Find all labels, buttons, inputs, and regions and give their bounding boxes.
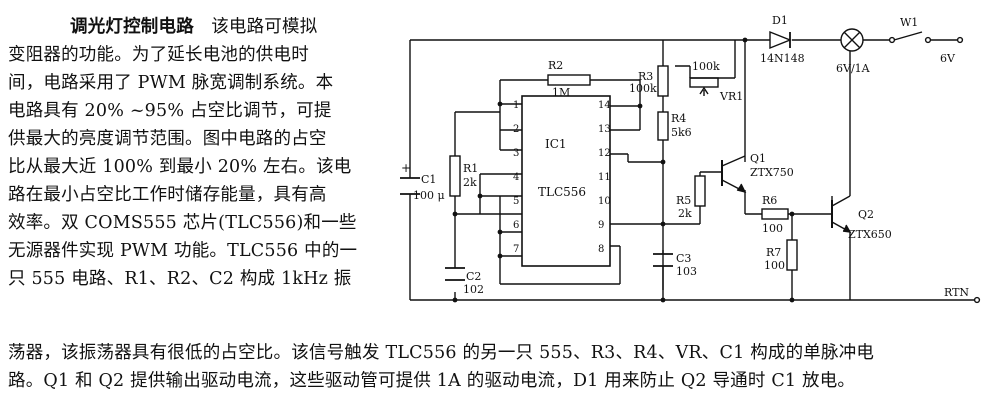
q1-part: ZTX750 bbox=[750, 166, 794, 179]
diode-d1: D1 14N148 bbox=[760, 14, 805, 65]
switch-w1: W1 6V bbox=[888, 16, 964, 65]
pin-9: 9 bbox=[598, 220, 604, 231]
r7-value: 100 bbox=[764, 259, 785, 272]
pin-5: 5 bbox=[513, 196, 519, 207]
supply-label: 6V bbox=[940, 52, 956, 65]
pin-7: 7 bbox=[513, 244, 519, 255]
r4-value: 5k6 bbox=[671, 126, 692, 139]
capacitor-c3: C3 103 bbox=[653, 252, 697, 278]
resistor-r1: R1 2k bbox=[449, 155, 478, 197]
transistor-q2: Q2 ZTX650 bbox=[831, 195, 892, 241]
r2-value: 1M bbox=[552, 86, 570, 99]
resistor-r5: R5 2k bbox=[676, 175, 706, 220]
lamp-rating: 6V/1A bbox=[836, 62, 871, 75]
text-line-1-body: 该电路可模拟 bbox=[211, 17, 318, 37]
text-line-6: 比从最大近 100% 到最小 20% 左右。该电 bbox=[8, 157, 352, 177]
pin-10: 10 bbox=[598, 196, 611, 207]
pin-13: 13 bbox=[598, 124, 611, 135]
r2-label: R2 bbox=[548, 59, 563, 72]
text-line-5: 供最大的亮度调节范围。图中电路的占空 bbox=[8, 129, 327, 149]
pin-12: 12 bbox=[598, 148, 611, 159]
resistor-r4: R4 5k6 bbox=[657, 111, 692, 141]
c1-value: 100 μ bbox=[413, 189, 445, 202]
capacitor-c2: C2 102 bbox=[445, 267, 484, 296]
pin-1: 1 bbox=[513, 100, 519, 111]
resistor-r2: R2 1M bbox=[547, 59, 591, 99]
resistor-r6: R6 100 bbox=[761, 194, 789, 235]
r5-label: R5 bbox=[676, 194, 691, 207]
ic1-name: IC1 bbox=[545, 137, 567, 151]
article-heading: 调光灯控制电路 bbox=[70, 17, 194, 37]
text-line-11: 荡器，该振荡器具有很低的占空比。该信号触发 TLC556 的另一只 555、R3… bbox=[8, 343, 875, 363]
text-line-8: 效率。双 COMS555 芯片(TLC556)和一些 bbox=[8, 213, 357, 233]
ic1-pins-right: 14 13 12 11 10 9 8 bbox=[598, 100, 611, 255]
resistor-r7: R7 100 bbox=[764, 239, 798, 272]
d1-label: D1 bbox=[772, 14, 788, 27]
rtn-label: RTN bbox=[944, 286, 969, 299]
q2-part: ZTX650 bbox=[848, 228, 892, 241]
rtn-terminal: RTN bbox=[944, 286, 981, 304]
pin-11: 11 bbox=[598, 172, 611, 183]
r6-label: R6 bbox=[762, 194, 777, 207]
r3-value: 100k bbox=[629, 82, 657, 95]
ic1-part: TLC556 bbox=[538, 185, 586, 199]
pin-4: 4 bbox=[513, 172, 519, 183]
r6-value: 100 bbox=[762, 222, 783, 235]
pin-2: 2 bbox=[513, 124, 519, 135]
text-line-2: 变阻器的功能。为了延长电池的供电时 bbox=[8, 45, 309, 65]
text-line-3: 间，电路采用了 PWM 脉宽调制系统。本 bbox=[8, 73, 334, 93]
text-line-7: 路在最小占空比工作时储存能量，具有高 bbox=[8, 185, 327, 205]
transistor-q1: Q1 ZTX750 bbox=[721, 152, 794, 194]
pin-14: 14 bbox=[598, 100, 611, 111]
r1-value: 2k bbox=[463, 176, 477, 189]
potentiometer-vr1: 100k VR1 bbox=[689, 60, 743, 103]
text-line-1: 调光灯控制电路 该电路可模拟 bbox=[70, 16, 317, 38]
resistor-r3: R3 100k bbox=[629, 65, 669, 97]
text-line-4: 电路具有 20% ~95% 占空比调节，可提 bbox=[8, 101, 332, 121]
c3-value: 103 bbox=[676, 265, 697, 278]
r7-label: R7 bbox=[766, 246, 781, 259]
r3-label: R3 bbox=[638, 70, 653, 83]
c3-label: C3 bbox=[676, 252, 691, 265]
q1-label: Q1 bbox=[750, 152, 766, 165]
circuit-schematic: IC1 TLC556 1 2 3 4 5 6 7 14 13 12 11 10 … bbox=[400, 14, 981, 304]
d1-part: 14N148 bbox=[760, 52, 805, 65]
junction-dots bbox=[452, 37, 853, 303]
text-line-9: 无源器件实现 PWM 功能。TLC556 中的一 bbox=[8, 241, 358, 261]
pin-8: 8 bbox=[598, 244, 604, 255]
w1-label: W1 bbox=[900, 16, 918, 29]
c2-value: 102 bbox=[463, 283, 484, 296]
ic1-pins-left: 1 2 3 4 5 6 7 bbox=[513, 100, 519, 255]
vr1-value: 100k bbox=[692, 60, 720, 73]
vr1-label: VR1 bbox=[719, 90, 743, 103]
lamp: 6V/1A bbox=[836, 28, 871, 75]
ic1-chip: IC1 TLC556 1 2 3 4 5 6 7 14 13 12 11 10 … bbox=[513, 95, 611, 267]
text-line-12: 路。Q1 和 Q2 提供输出驱动电流，这些驱动管可提供 1A 的驱动电流，D1 … bbox=[8, 371, 856, 391]
capacitor-c1: + C1 100 μ bbox=[400, 161, 445, 202]
c1-plus: + bbox=[401, 161, 411, 175]
r1-label: R1 bbox=[463, 162, 478, 175]
c2-label: C2 bbox=[466, 270, 481, 283]
wires bbox=[409, 39, 975, 301]
q2-label: Q2 bbox=[858, 208, 874, 221]
pin-6: 6 bbox=[513, 220, 519, 231]
c1-label: C1 bbox=[421, 173, 436, 186]
r4-label: R4 bbox=[671, 112, 686, 125]
text-line-10: 只 555 电路、R1、R2、C2 构成 1kHz 振 bbox=[8, 269, 352, 289]
r5-value: 2k bbox=[678, 207, 692, 220]
pin-3: 3 bbox=[513, 148, 519, 159]
